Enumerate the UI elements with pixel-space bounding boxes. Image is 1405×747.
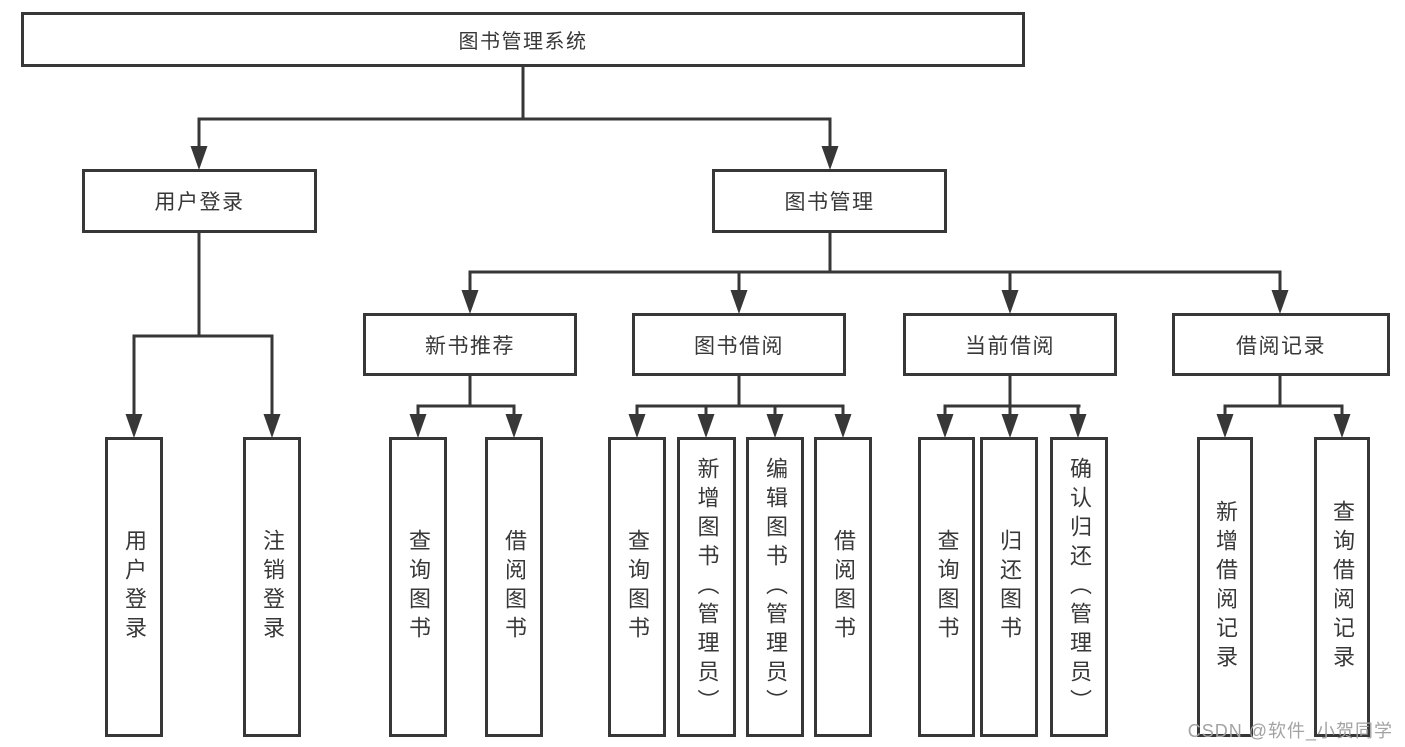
node-leaf-user-login: 用户登录 — [105, 437, 163, 737]
arrow-down-icon — [1000, 404, 1020, 440]
arrow-down-icon — [1068, 404, 1088, 440]
node-leaf-query-borrow-record: 查询借阅记录 — [1314, 437, 1370, 737]
node-label: 注销登录 — [260, 529, 285, 645]
node-user-login: 用户登录 — [82, 169, 317, 233]
node-book-borrowing: 图书借阅 — [632, 313, 846, 376]
node-label: 用户登录 — [154, 191, 245, 214]
arrow-down-icon — [833, 404, 853, 440]
node-label: 查询图书 — [406, 529, 431, 645]
arrow-down-icon — [124, 334, 144, 440]
node-leaf-edit-books-admin: 编辑图书（管理员） — [746, 437, 804, 737]
node-label: 查询借阅记录 — [1330, 500, 1355, 674]
arrow-down-icon — [935, 404, 955, 440]
arrow-down-icon — [627, 404, 647, 440]
arrow-down-icon — [1332, 404, 1352, 440]
node-label: 借阅图书 — [831, 529, 856, 645]
node-label: 归还图书 — [997, 529, 1022, 645]
node-leaf-logout: 注销登录 — [243, 437, 301, 737]
node-leaf-query-books-1: 查询图书 — [389, 437, 447, 737]
node-label: 图书管理 — [784, 191, 875, 214]
arrow-down-icon — [504, 404, 524, 440]
node-leaf-borrow-books-2: 借阅图书 — [814, 437, 872, 737]
arrow-down-icon — [820, 117, 840, 172]
node-label: 新增借阅记录 — [1213, 500, 1238, 674]
node-label: 借阅记录 — [1236, 334, 1326, 358]
node-current-borrowing: 当前借阅 — [903, 313, 1117, 376]
node-label: 新书推荐 — [425, 334, 515, 358]
node-label: 用户登录 — [122, 529, 147, 645]
node-label: 图书借阅 — [694, 334, 784, 358]
node-leaf-query-books-2: 查询图书 — [608, 437, 666, 737]
arrow-down-icon — [696, 404, 716, 440]
node-label: 查询图书 — [625, 529, 650, 645]
node-leaf-confirm-return-admin: 确认归还（管理员） — [1050, 437, 1108, 737]
node-leaf-add-books-admin: 新增图书（管理员） — [677, 437, 736, 737]
node-leaf-return-books: 归还图书 — [980, 437, 1038, 737]
node-label: 查询图书 — [934, 529, 960, 645]
node-label: 编辑图书（管理员） — [763, 456, 788, 718]
arrow-down-icon — [408, 404, 428, 440]
arrow-down-icon — [729, 270, 749, 316]
node-label: 新增图书（管理员） — [694, 456, 720, 718]
node-book-management: 图书管理 — [712, 169, 947, 233]
arrow-down-icon — [262, 334, 282, 440]
node-label: 图书管理系统 — [458, 31, 588, 53]
node-new-book-recommendation: 新书推荐 — [363, 313, 577, 376]
node-label: 确认归还（管理员） — [1067, 456, 1092, 718]
arrow-down-icon — [460, 270, 480, 316]
node-label: 当前借阅 — [965, 334, 1055, 358]
arrow-down-icon — [1270, 270, 1290, 316]
node-root: 图书管理系统 — [21, 12, 1025, 67]
node-borrowing-records: 借阅记录 — [1172, 313, 1390, 376]
node-leaf-query-books-3: 查询图书 — [918, 437, 975, 737]
watermark: CSDN @软件_小贺同学 — [1187, 721, 1393, 741]
node-leaf-add-borrow-record: 新增借阅记录 — [1197, 437, 1253, 737]
arrow-down-icon — [1000, 270, 1020, 316]
arrow-down-icon — [765, 404, 785, 440]
arrow-down-icon — [189, 117, 209, 172]
node-label: 借阅图书 — [502, 529, 527, 645]
node-leaf-borrow-books-1: 借阅图书 — [485, 437, 543, 737]
arrow-down-icon — [1215, 404, 1235, 440]
